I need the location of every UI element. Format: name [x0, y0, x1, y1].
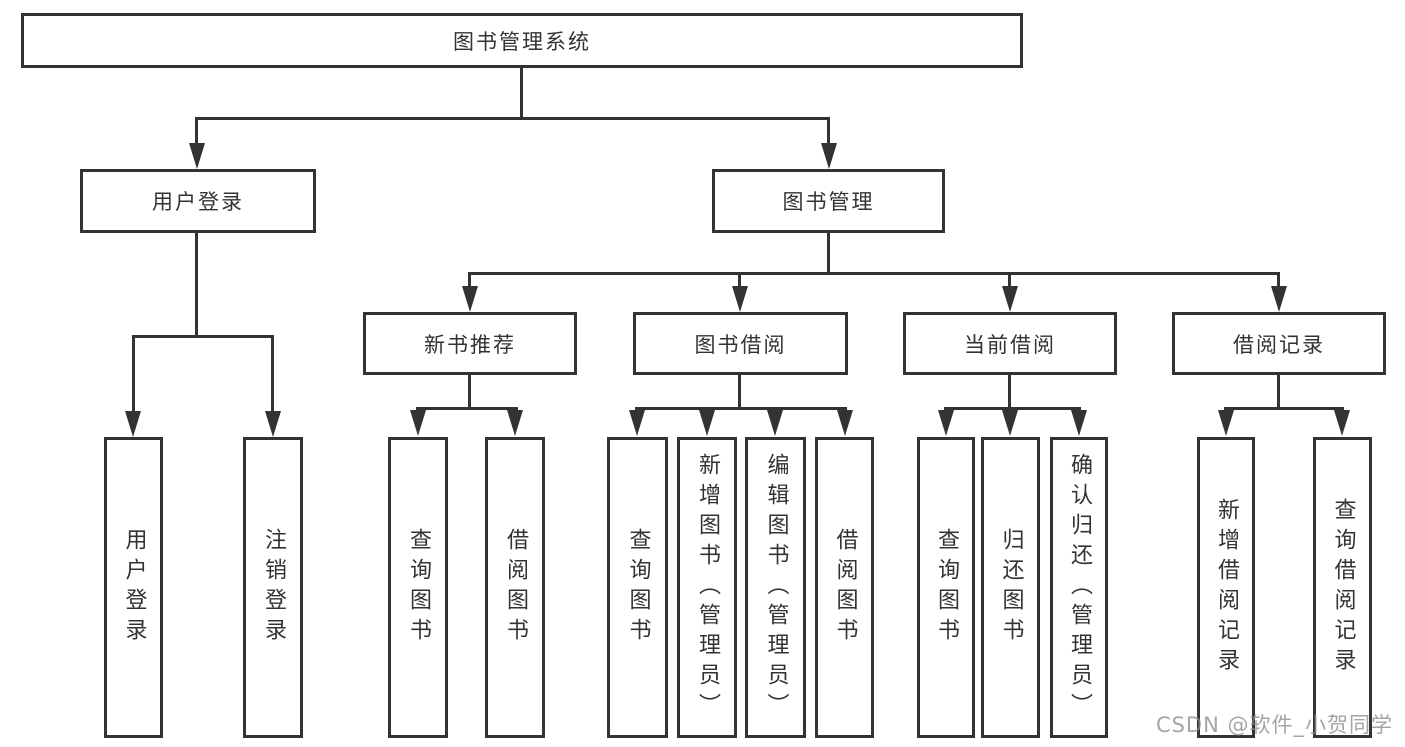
leaf-current-return-book-label: 归还图书: [998, 527, 1024, 648]
node-book-management-label: 图书管理: [782, 190, 875, 214]
arrow-down-icon: [938, 410, 954, 436]
leaf-borrow-query-book-label: 查询图书: [625, 527, 651, 648]
node-book-borrow: 图书借阅: [633, 312, 848, 375]
connector-line: [468, 272, 471, 288]
node-book-borrow-label: 图书借阅: [694, 332, 787, 357]
leaf-borrow-add-book-admin: 新增图书（管理员）: [677, 437, 737, 738]
arrow-down-icon: [1271, 286, 1287, 312]
connector-line: [416, 407, 518, 410]
arrow-down-icon: [189, 143, 205, 169]
arrow-down-icon: [699, 410, 715, 436]
connector-line: [132, 335, 274, 338]
watermark: CSDN @软件_小贺同学: [1155, 713, 1393, 737]
leaf-logout: 注销登录: [243, 437, 303, 738]
leaf-borrow-edit-book-admin-label: 编辑图书（管理员）: [763, 452, 789, 723]
connector-line: [1008, 272, 1011, 288]
leaf-borrow-add-book-admin-label: 新增图书（管理员）: [695, 452, 720, 723]
connector-line: [1008, 375, 1011, 409]
arrow-down-icon: [767, 410, 783, 436]
arrow-down-icon: [125, 411, 141, 437]
leaf-borrow-borrow-book: 借阅图书: [815, 437, 874, 738]
node-current-borrow: 当前借阅: [903, 312, 1117, 375]
connector-line: [468, 272, 1280, 275]
connector-line: [827, 233, 830, 274]
leaf-user-login: 用户登录: [104, 437, 163, 738]
connector-line: [520, 68, 523, 117]
leaf-current-return-book: 归还图书: [981, 437, 1040, 738]
node-user-login: 用户登录: [80, 169, 316, 233]
arrow-down-icon: [1071, 410, 1087, 436]
node-root-label: 图书管理系统: [453, 29, 591, 54]
connector-line: [827, 117, 830, 145]
connector-line: [738, 272, 741, 288]
node-root: 图书管理系统: [21, 13, 1023, 68]
leaf-user-login-label: 用户登录: [121, 527, 147, 648]
arrow-down-icon: [507, 410, 523, 436]
connector-line: [635, 407, 847, 410]
connector-line: [132, 335, 135, 413]
arrow-down-icon: [1002, 286, 1018, 312]
node-book-management: 图书管理: [712, 169, 945, 233]
leaf-records-add-record-label: 新增借阅记录: [1214, 497, 1239, 678]
node-user-login-label: 用户登录: [152, 190, 244, 214]
arrow-down-icon: [265, 411, 281, 437]
leaf-records-query-record-label: 查询借阅记录: [1330, 497, 1356, 678]
arrow-down-icon: [629, 410, 645, 436]
connector-line: [195, 117, 198, 145]
node-borrow-records-label: 借阅记录: [1233, 332, 1325, 357]
leaf-logout-label: 注销登录: [261, 527, 286, 648]
node-current-borrow-label: 当前借阅: [964, 332, 1056, 357]
leaf-newbook-query-book-label: 查询图书: [406, 527, 431, 648]
arrow-down-icon: [1002, 410, 1018, 436]
arrow-down-icon: [837, 410, 853, 436]
leaf-records-query-record: 查询借阅记录: [1313, 437, 1372, 738]
connector-line: [271, 335, 274, 413]
leaf-newbook-query-book: 查询图书: [388, 437, 448, 738]
connector-line: [196, 117, 830, 120]
connector-line: [195, 233, 198, 338]
leaf-borrow-query-book: 查询图书: [607, 437, 668, 738]
leaf-current-confirm-return-admin-label: 确认归还（管理员）: [1067, 452, 1092, 723]
leaf-records-add-record: 新增借阅记录: [1197, 437, 1255, 738]
connector-line: [1277, 375, 1280, 409]
connector-line: [944, 407, 1081, 410]
leaf-current-query-book-label: 查询图书: [934, 527, 959, 648]
connector-line: [738, 375, 741, 409]
connector-line: [1224, 407, 1344, 410]
leaf-newbook-borrow-book-label: 借阅图书: [503, 527, 528, 648]
node-new-book-recommend-label: 新书推荐: [424, 332, 516, 357]
node-borrow-records: 借阅记录: [1172, 312, 1386, 375]
connector-line: [468, 375, 471, 409]
arrow-down-icon: [1218, 410, 1234, 436]
leaf-current-confirm-return-admin: 确认归还（管理员）: [1050, 437, 1108, 738]
leaf-borrow-edit-book-admin: 编辑图书（管理员）: [745, 437, 806, 738]
leaf-current-query-book: 查询图书: [917, 437, 975, 738]
arrow-down-icon: [732, 286, 748, 312]
arrow-down-icon: [1334, 410, 1350, 436]
leaf-borrow-borrow-book-label: 借阅图书: [832, 527, 858, 648]
arrow-down-icon: [410, 410, 426, 436]
leaf-newbook-borrow-book: 借阅图书: [485, 437, 545, 738]
arrow-down-icon: [821, 143, 837, 169]
arrow-down-icon: [462, 286, 478, 312]
node-new-book-recommend: 新书推荐: [363, 312, 577, 375]
connector-line: [1277, 272, 1280, 288]
